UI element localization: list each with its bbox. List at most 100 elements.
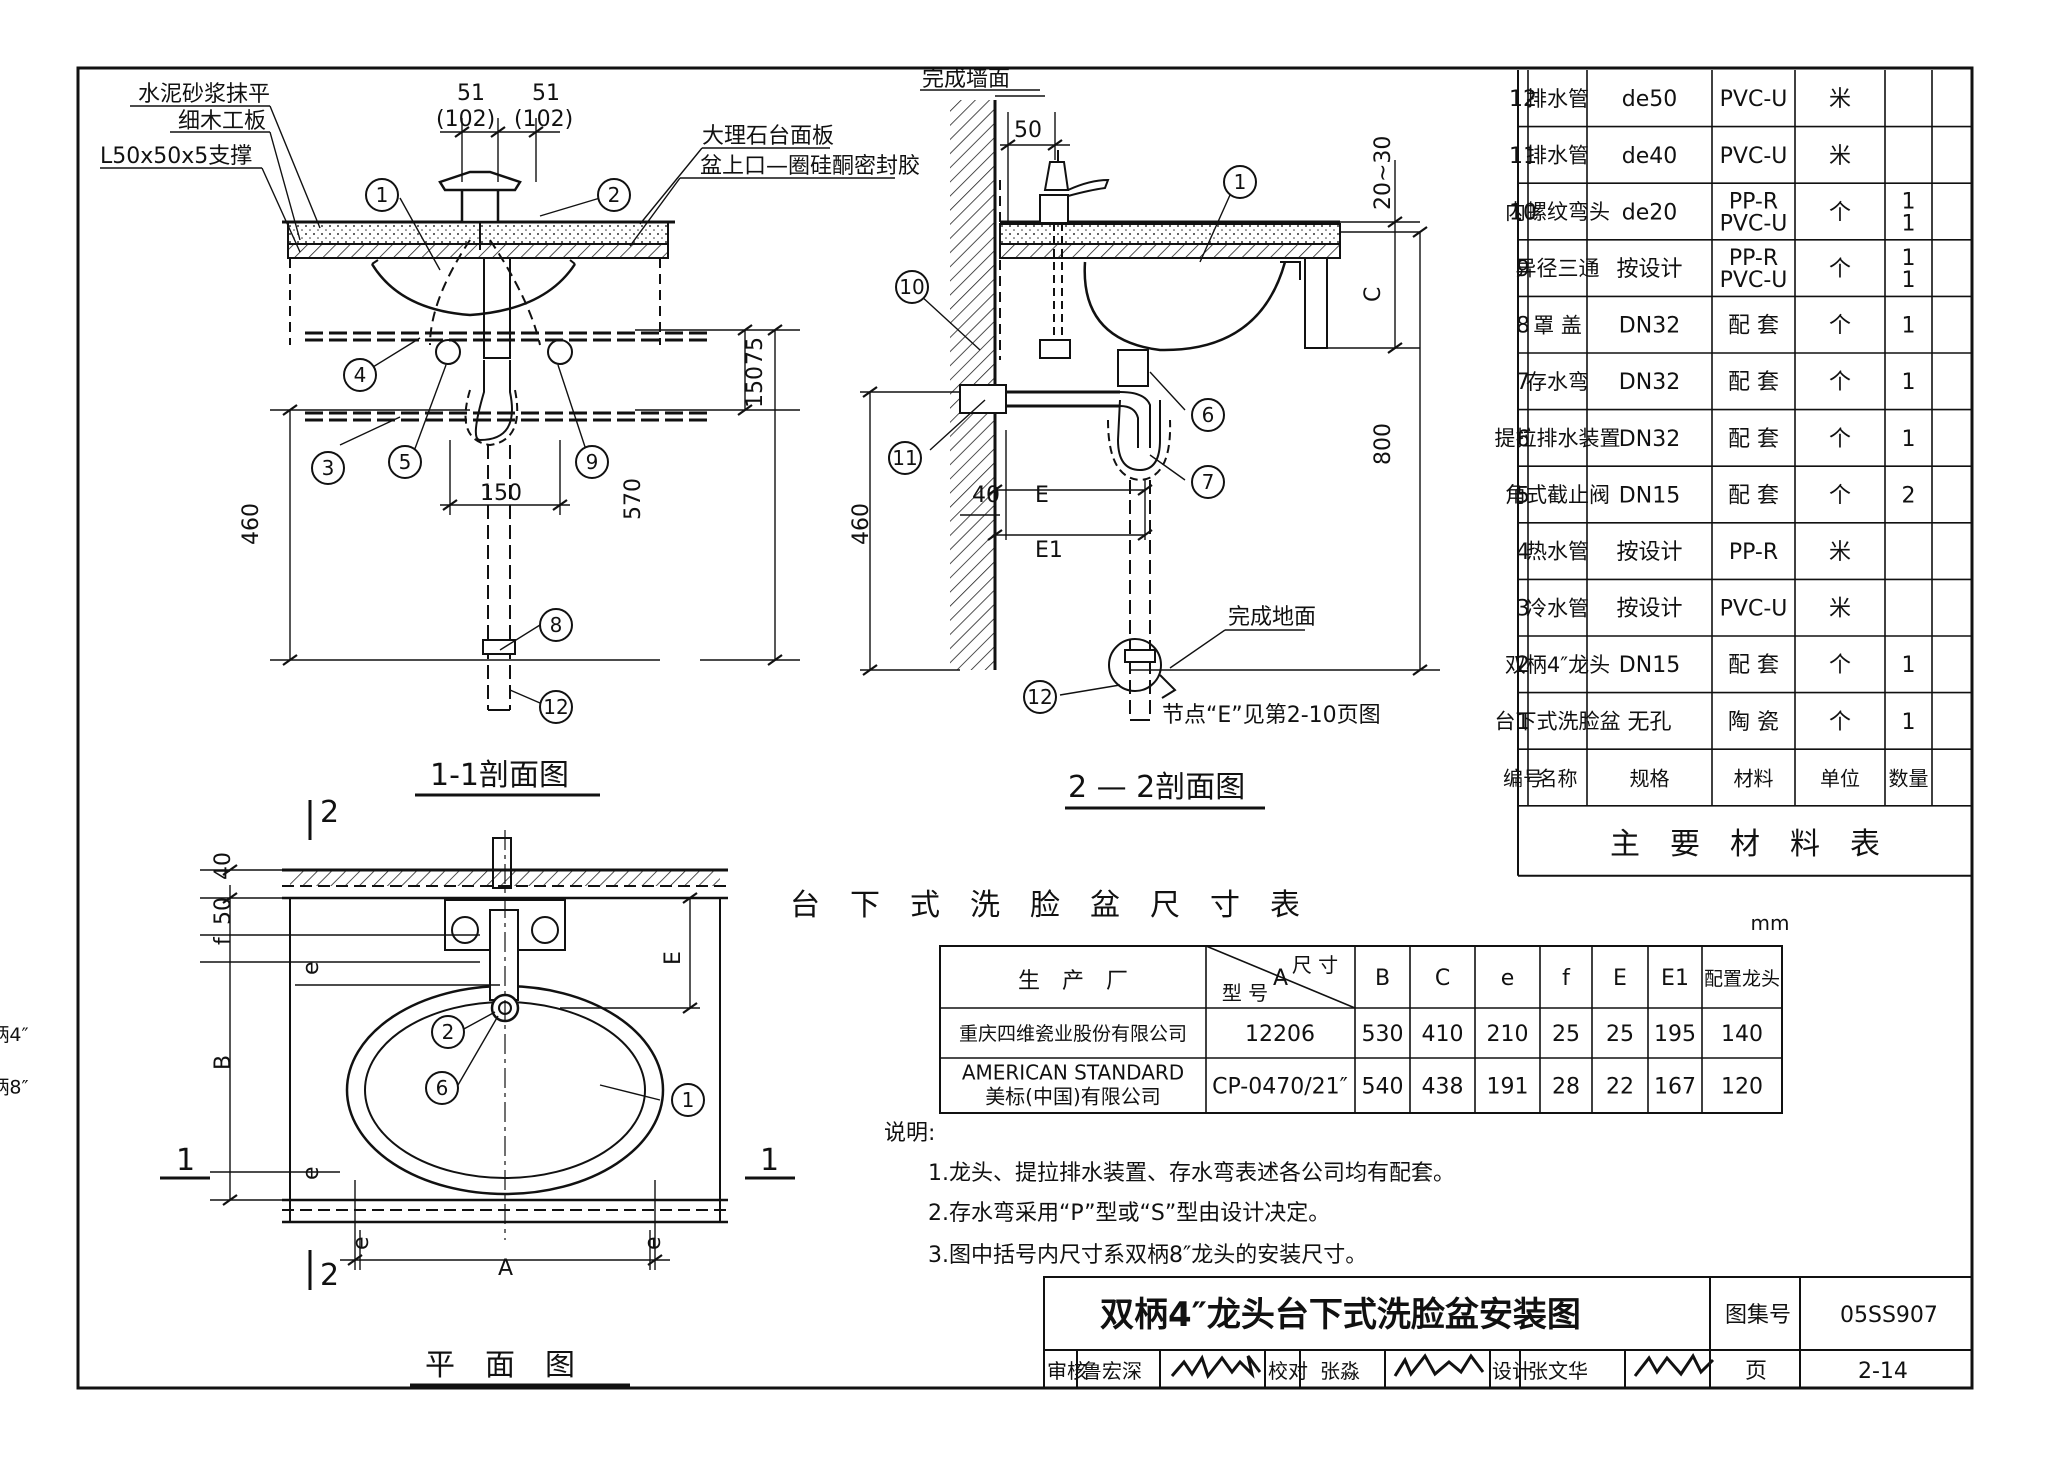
mat-no: 9 [1516, 257, 1530, 282]
callout-label: 12 [1027, 685, 1052, 709]
mat-unit: 个 [1829, 710, 1851, 735]
mat-unit: 个 [1829, 653, 1851, 678]
size-hdr-size: 尺 寸 [1292, 953, 1338, 977]
label-node-note: 节点“E”见第2-10页图 [1162, 703, 1381, 728]
size-value: 28 [1552, 1075, 1580, 1100]
mat-unit: 个 [1829, 314, 1851, 339]
mat-spec: 无孔 [1627, 710, 1671, 735]
size-value: 410 [1422, 1022, 1464, 1047]
section-2-2-title: 2 — 2剖面图 [1068, 770, 1245, 805]
plan-dim-E: E [661, 951, 686, 965]
label-cement: 水泥砂浆抹平 [138, 82, 270, 107]
callout-circle [425, 1071, 459, 1105]
plan-dim-A: A [498, 1256, 513, 1281]
mat-material: 配 套 [1728, 370, 1779, 395]
mat-qty: 1 [1902, 710, 1916, 735]
mat-no: 6 [1516, 427, 1530, 452]
dim-150-vertical: 150 [743, 366, 768, 408]
callout-label: 8 [550, 613, 563, 637]
mat-material: PVC-U [1720, 87, 1788, 112]
callout-circle [343, 358, 377, 392]
mat-name: 排水管 [1526, 143, 1589, 167]
size-col-header: f [1562, 966, 1571, 991]
size-col-header: 配置龙头 [1704, 968, 1780, 990]
plan-dim-B: B [211, 1055, 236, 1070]
dim-570: 570 [621, 478, 646, 520]
size-value: 120 [1721, 1075, 1763, 1100]
callout-circle [575, 445, 609, 479]
callout-label: 11 [892, 446, 917, 470]
dim-51-right: 51 [532, 81, 560, 106]
size-col-header: E1 [1661, 966, 1689, 991]
atlas-label: 图集号 [1725, 1303, 1791, 1328]
mat-unit: 米 [1829, 540, 1851, 565]
mat-header: 数量 [1889, 767, 1929, 791]
size-hdr-manufacturer: 生 产 厂 [1018, 969, 1128, 994]
callout-label: 1 [682, 1088, 695, 1112]
mat-unit: 个 [1829, 483, 1851, 508]
cut-1-left: 1 [176, 1143, 195, 1178]
plan-dim-e-bottom: e [299, 1166, 324, 1180]
size-value: 22 [1606, 1075, 1634, 1100]
size-value: 167 [1654, 1075, 1696, 1100]
section-2-2 [860, 89, 1440, 810]
cut-1-right: 1 [760, 1143, 779, 1178]
callout-circle [539, 608, 573, 642]
label-wood: 细木工板 [178, 109, 266, 134]
page-number: 2-14 [1858, 1359, 1908, 1384]
signature-check [1393, 1353, 1485, 1377]
signature-review [1170, 1354, 1262, 1380]
plan-dim-e-left: e [349, 1236, 374, 1250]
mat-name: 存水弯 [1526, 370, 1589, 394]
callout-label: 6 [436, 1076, 449, 1100]
label-wall: 完成墙面 [922, 67, 1010, 92]
callout-circle [888, 441, 922, 475]
mat-spec: DN32 [1619, 314, 1680, 339]
size-value: 191 [1487, 1075, 1529, 1100]
callout-circle [311, 451, 345, 485]
callout-label: 7 [1202, 470, 1215, 494]
dim-460-right: 460 [849, 503, 874, 545]
size-value: 195 [1654, 1022, 1696, 1047]
mat-no: 11 [1509, 144, 1537, 169]
title-block [1043, 1276, 1973, 1389]
size-model: 12206 [1245, 1022, 1315, 1047]
dim-20-30: 20~30 [1371, 136, 1396, 210]
mat-spec: 按设计 [1616, 540, 1682, 565]
mat-qty: 1 [1902, 653, 1916, 678]
mat-material: PP-R [1729, 540, 1778, 565]
plan-dim-40: 40 [211, 852, 236, 880]
mat-name: 热水管 [1526, 540, 1589, 564]
size-manufacturer: 重庆四维瓷业股份有限公司 [959, 1023, 1187, 1045]
callout-label: 4 [354, 363, 367, 387]
cut-markers: 1 1 2 2 [176, 795, 779, 1293]
callout-circle [1023, 680, 1057, 714]
mat-qty: 1 [1902, 314, 1916, 339]
callout-label: 1 [1234, 170, 1247, 194]
mat-unit: 米 [1829, 144, 1851, 169]
mat-no: 10 [1509, 200, 1537, 225]
dim-40: 40 [972, 483, 1000, 508]
cut-2-bottom: 2 [320, 1258, 339, 1293]
atlas-number: 05SS907 [1840, 1303, 1938, 1328]
design-name: 张文华 [1528, 1359, 1588, 1383]
mat-spec: DN32 [1619, 427, 1680, 452]
design-label: 设计 [1492, 1359, 1532, 1383]
dim-102-right: (102) [514, 107, 573, 132]
review-name: 鲁宏深 [1082, 1359, 1142, 1383]
callout-label: 6 [1202, 403, 1215, 427]
dim-102-left: (102) [436, 107, 495, 132]
callout-circle [1223, 165, 1257, 199]
size-model: CP-0470/21″ [1212, 1075, 1348, 1100]
mat-header: 材料 [1734, 767, 1774, 791]
mat-spec: DN15 [1619, 483, 1680, 508]
mat-no: 5 [1516, 483, 1530, 508]
size-value: 双柄8″ [0, 1077, 29, 1099]
mat-no: 12 [1509, 87, 1537, 112]
mat-spec: DN32 [1619, 370, 1680, 395]
drawing-frame [76, 66, 1974, 1390]
dim-800: 800 [1371, 423, 1396, 465]
